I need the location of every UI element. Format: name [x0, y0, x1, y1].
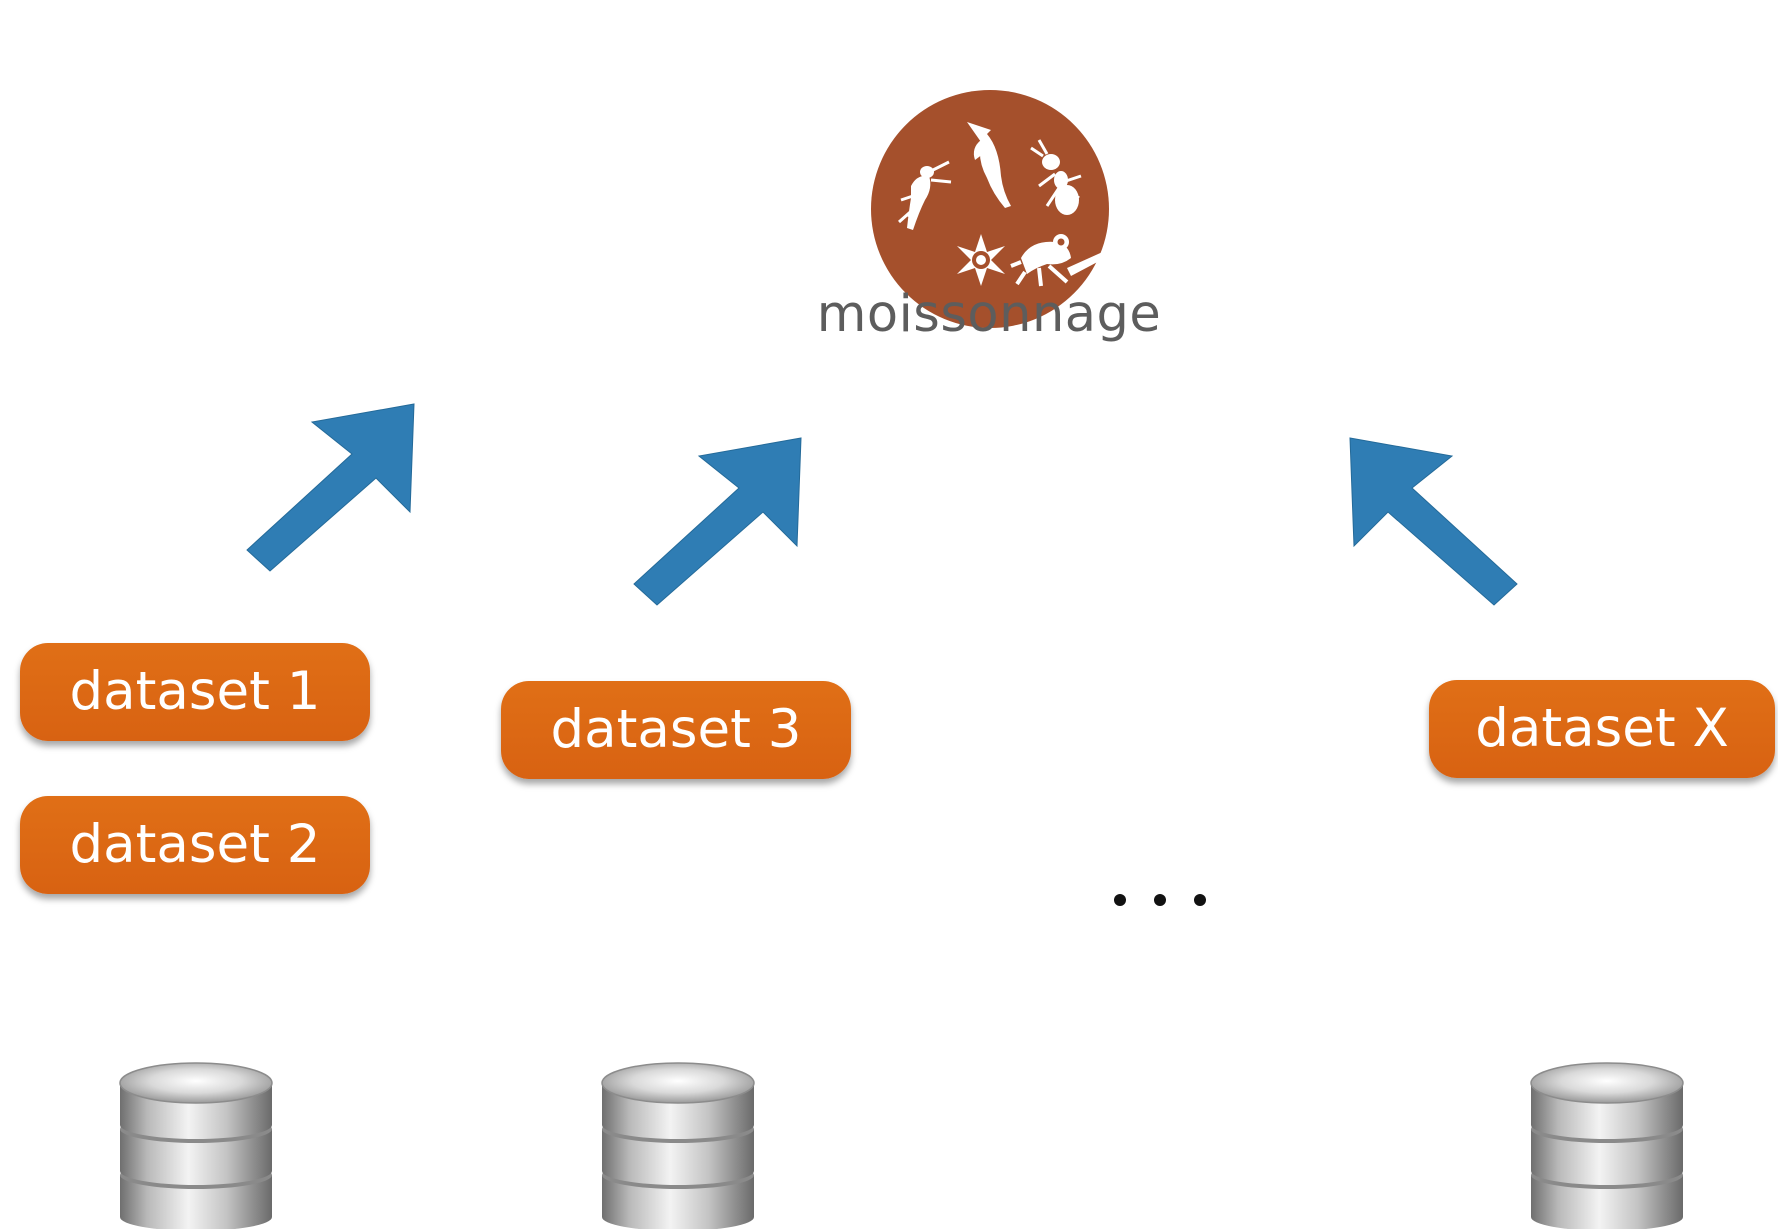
database-icon	[601, 1062, 755, 1229]
dataset-1-pill: dataset 1	[20, 643, 370, 741]
arrow-up-icon	[246, 403, 415, 572]
dataset-2-pill: dataset 2	[20, 796, 370, 894]
ellipsis: …	[1114, 894, 1206, 906]
arrow-up-icon	[633, 437, 802, 606]
biodiversity-logo-icon	[871, 90, 1109, 328]
arrow-up-icon	[1349, 437, 1518, 606]
dataset-x-pill: dataset X	[1429, 680, 1775, 778]
database-icon	[119, 1062, 273, 1229]
database-icon	[1530, 1062, 1684, 1229]
dataset-3-pill: dataset 3	[501, 681, 851, 779]
harvest-caption: moissonnage	[816, 285, 1162, 344]
